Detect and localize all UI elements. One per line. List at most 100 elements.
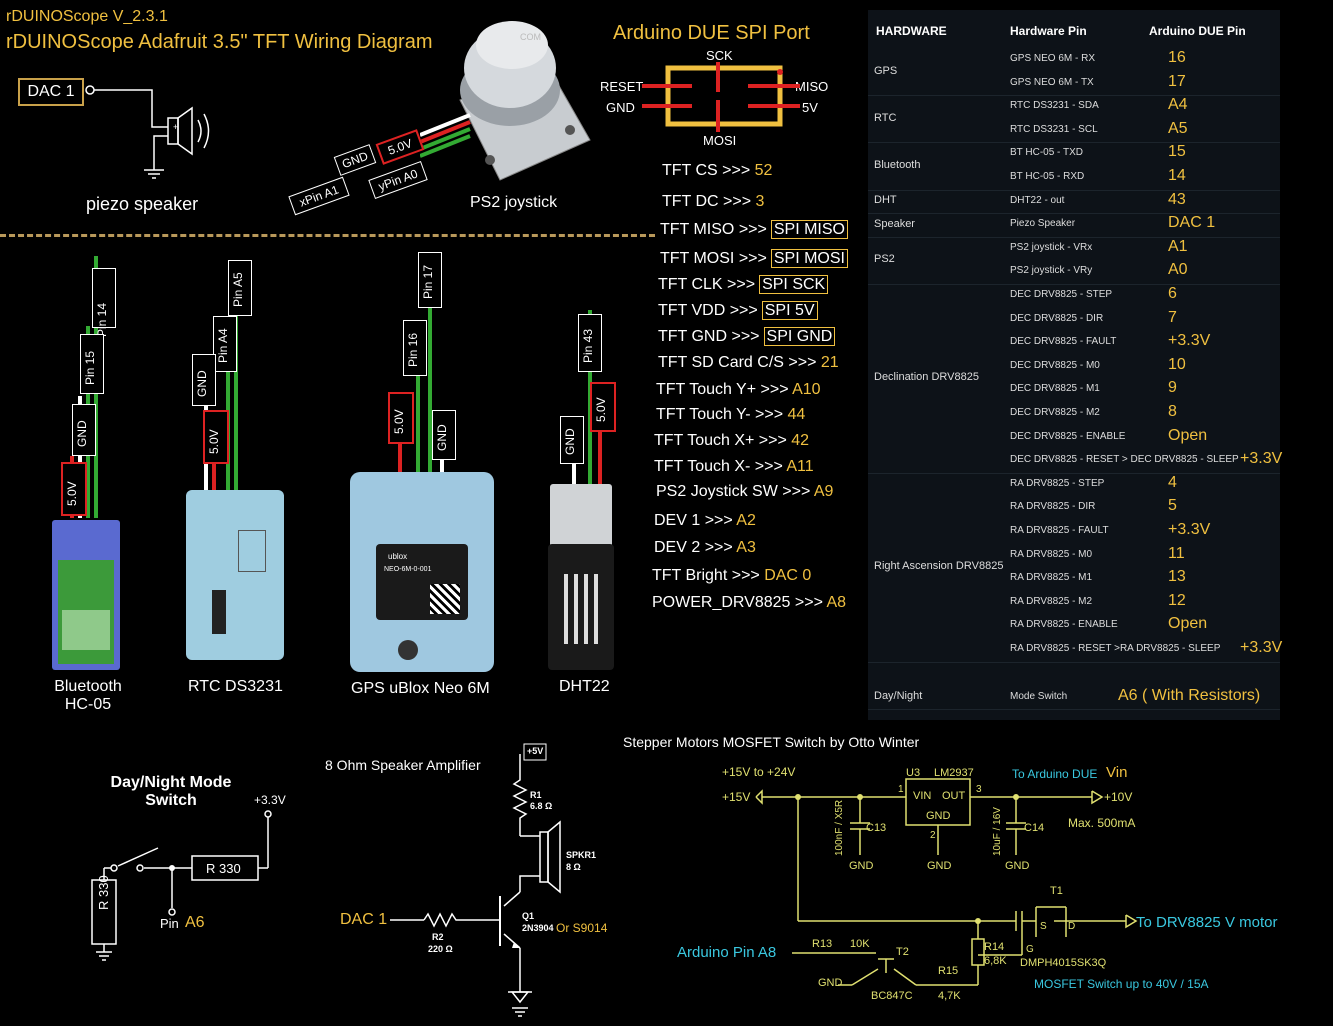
gps-wire-gnd: GND	[432, 410, 456, 460]
hardware-pin-cell: DEC DRV8825 - STEP	[1010, 289, 1113, 300]
hardware-table: HARDWARE Hardware Pin Arduino DUE Pin GP…	[868, 10, 1283, 720]
rtc-wire-gnd: GND	[192, 354, 216, 406]
table-row: DEC DRV8825 - M2 8	[868, 402, 1280, 426]
hardware-pin-cell: RTC DS3231 - SDA	[1010, 100, 1099, 112]
due-pin-cell: 9	[1168, 379, 1177, 397]
gps-wire-17: Pin 17	[418, 252, 442, 308]
due-pin-cell: 10	[1168, 355, 1186, 373]
gps-wire-5v: 5.0V	[388, 392, 414, 444]
joystick-label: PS2 joystick	[470, 194, 558, 211]
amp-spkrv: 8 Ω	[566, 862, 581, 872]
mosfet-schematic	[755, 778, 1138, 986]
due-pin-cell: 15	[1168, 143, 1186, 161]
tft-pin-row: TFT MOSI >>>SPI MOSI	[660, 249, 848, 268]
hardware-pin-cell: RA DRV8825 - DIR	[1010, 501, 1096, 513]
hardware-pin-cell: RA DRV8825 - FAULT	[1010, 525, 1109, 536]
rtc-board	[186, 490, 284, 660]
joystick-icon: COM	[420, 21, 591, 181]
spi-title: Arduino DUE SPI Port	[613, 22, 810, 44]
table-header-hardware: HARDWARE	[876, 24, 947, 38]
mosfet-vin-label: Vin	[1106, 764, 1128, 781]
due-pin-cell: A0	[1168, 261, 1188, 279]
hardware-group-label: GPS	[874, 64, 898, 77]
due-pin-cell: 16	[1168, 49, 1186, 66]
due-pin-cell: Open	[1168, 615, 1208, 633]
hardware-pin-cell: PS2 joystick - VRx	[1010, 241, 1093, 253]
due-pin-cell: A6 ( With Resistors)	[1118, 686, 1261, 704]
hardware-pin-cell: DHT22 - out	[1010, 194, 1065, 206]
hardware-group-label: Declination DRV8825	[874, 371, 979, 384]
dht-wire-5v: 5.0V	[590, 382, 616, 432]
hardware-pin-cell: GPS NEO 6M - TX	[1010, 76, 1094, 88]
amp-r1: R1	[530, 790, 542, 800]
table-row: GPS NEO 6M - TX 17	[868, 72, 1280, 96]
table-separator	[868, 189, 1280, 191]
dht-board	[550, 484, 612, 548]
due-pin-cell: 43	[1168, 190, 1186, 208]
mosfet-title: Stepper Motors MOSFET Switch by Otto Win…	[623, 734, 920, 750]
tft-pin-row: POWER_DRV8825 >>> A8	[652, 594, 847, 611]
gps-chip-text: NEO-6M-0-001	[384, 566, 432, 573]
mosfet-out10: +10V	[1104, 790, 1133, 804]
mosfet-c14: C14	[1024, 822, 1045, 834]
daynight-33v: +3.3V	[254, 793, 286, 807]
daynight-pin: Pin	[160, 916, 179, 931]
hardware-pin-cell: RA DRV8825 - STEP	[1010, 477, 1105, 489]
due-pin-cell: 12	[1168, 591, 1186, 609]
speaker-label: piezo speaker	[86, 194, 199, 214]
spi-mosi-label: MOSI	[703, 133, 737, 148]
tft-pin-row: TFT VDD >>>SPI 5V	[658, 301, 818, 320]
amp-spkr: SPKR1	[566, 850, 597, 860]
due-pin-cell: A4	[1168, 96, 1188, 114]
hardware-pin-cell: RA DRV8825 - M2	[1010, 595, 1093, 607]
joystick-watermark: COM	[520, 32, 541, 42]
section-divider	[0, 234, 655, 237]
hardware-pin-cell: RA DRV8825 - RESET >RA DRV8825 - SLEEP	[1010, 643, 1221, 654]
hardware-pin-cell: RA DRV8825 - ENABLE	[1010, 619, 1118, 631]
hardware-pin-cell: Mode Switch	[1010, 690, 1068, 702]
daynight-schematic	[91, 810, 272, 961]
mosfet-r14v: 6,8K	[984, 955, 1007, 967]
due-pin-cell: +3.3V	[1240, 639, 1283, 656]
hardware-pin-cell: DEC DRV8825 - M0	[1010, 359, 1100, 371]
tft-pin-row: DEV 1 >>> A2	[654, 512, 756, 529]
svg-text:+: +	[173, 122, 178, 132]
mosfet-pin2: 2	[930, 830, 936, 841]
gps-board: ublox NEO-6M-0-001	[350, 472, 494, 672]
mosfet-arduino-pin: Arduino Pin A8	[677, 944, 777, 961]
hardware-group-label: Bluetooth	[874, 159, 921, 171]
amp-q1v: 2N3904	[522, 923, 554, 933]
mosfet-g: G	[1026, 944, 1034, 955]
tft-pin-row: TFT Touch Y+ >>> A10	[656, 381, 821, 398]
due-pin-cell: 8	[1168, 403, 1177, 420]
hardware-group-label: PS2	[874, 253, 895, 266]
tft-pin-row: TFT CS >>> 52	[662, 162, 773, 179]
hardware-pin-cell: DEC DRV8825 - DIR	[1010, 312, 1104, 324]
tft-pin-row: TFT DC >>> 3	[662, 193, 765, 210]
table-separator	[868, 709, 1280, 711]
due-pin-cell: 17	[1168, 72, 1186, 90]
tft-pin-row: TFT GND >>>SPI GND	[658, 327, 836, 346]
table-row: DEC DRV8825 - DIR 7	[868, 308, 1280, 332]
table-separator	[868, 236, 1280, 238]
due-pin-cell: 7	[1168, 308, 1177, 326]
gps-label: GPS uBlox Neo 6M	[351, 680, 490, 697]
hardware-pin-cell: DEC DRV8825 - M2	[1010, 407, 1100, 418]
table-row: RA DRV8825 - RESET >RA DRV8825 - SLEEP +3…	[868, 638, 1283, 662]
bt-wire-gnd: GND	[72, 404, 96, 456]
mosfet-out: OUT	[942, 790, 966, 802]
bt-wire-5v: 5.0V	[61, 462, 87, 516]
amp-title: 8 Ohm Speaker Amplifier	[325, 757, 481, 773]
table-row: DEC DRV8825 - M0 10	[868, 355, 1280, 379]
amp-schematic	[390, 743, 561, 1017]
hardware-group-label: DHT	[874, 194, 897, 207]
table-separator	[868, 284, 1280, 285]
